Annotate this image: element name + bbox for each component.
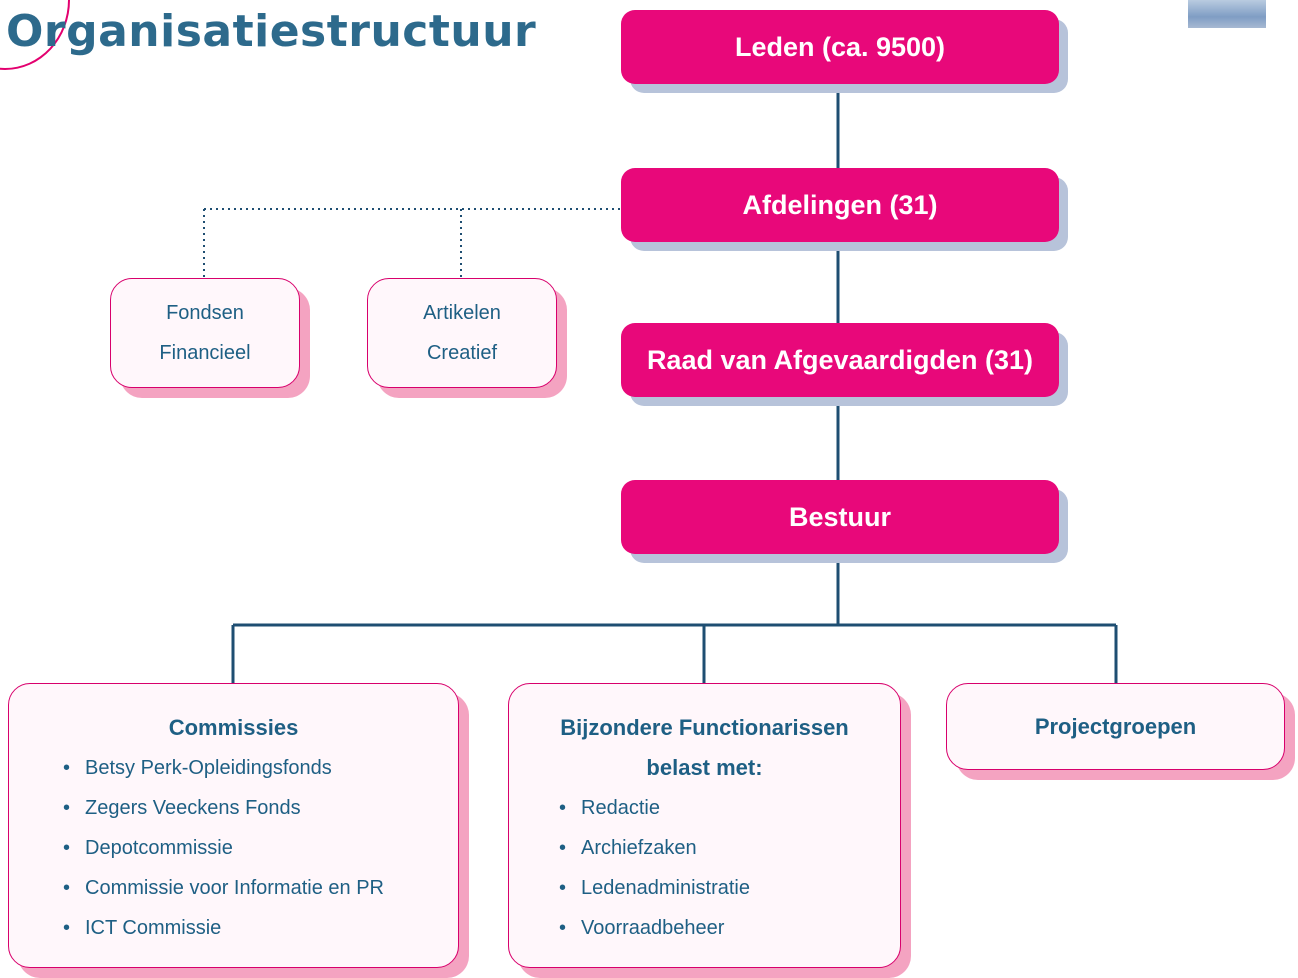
box-artikelen: Artikelen Creatief <box>367 278 557 388</box>
page-title: Organisatiestructuur <box>6 6 537 57</box>
box-bestuur-label: Bestuur <box>788 501 891 532</box>
box-raad-label: Raad van Afgevaardigden (31) <box>646 344 1034 375</box>
box-commissies: Commissies Betsy Perk-Opleidingsfonds Ze… <box>8 683 459 968</box>
fondsen-line2: Financieel <box>159 342 251 364</box>
box-functionarissen: Bijzondere Functionarissen belast met: R… <box>508 683 901 968</box>
artikelen-line2: Creatief <box>426 342 498 364</box>
commissies-item: Depotcommissie <box>57 828 438 868</box>
artikelen-line1: Artikelen <box>423 302 501 324</box>
box-leden: Leden (ca. 9500) <box>621 10 1059 84</box>
box-afdelingen: Afdelingen (31) <box>621 168 1059 242</box>
functionarissen-heading-line2: belast met: <box>646 755 763 780</box>
functionarissen-item: Archiefzaken <box>553 828 880 868</box>
box-afdelingen-label: Afdelingen (31) <box>742 189 938 220</box>
functionarissen-item: Ledenadministratie <box>553 868 880 908</box>
commissies-item: Commissie voor Informatie en PR <box>57 868 438 908</box>
functionarissen-heading-line1: Bijzondere Functionarissen <box>560 715 849 740</box>
projectgroepen-heading: Projectgroepen <box>1034 713 1197 739</box>
corner-logo <box>1188 0 1266 28</box>
box-projectgroepen: Projectgroepen <box>946 683 1285 770</box>
box-fondsen: Fondsen Financieel <box>110 278 300 388</box>
functionarissen-item: Voorraadbeheer <box>553 908 880 948</box>
commissies-item: Zegers Veeckens Fonds <box>57 788 438 828</box>
functionarissen-list: Redactie Archiefzaken Ledenadministratie… <box>553 788 880 948</box>
box-raad: Raad van Afgevaardigden (31) <box>621 323 1059 397</box>
commissies-list: Betsy Perk-Opleidingsfonds Zegers Veecke… <box>57 748 438 948</box>
box-bestuur: Bestuur <box>621 480 1059 554</box>
fondsen-line1: Fondsen <box>166 302 244 324</box>
functionarissen-item: Redactie <box>553 788 880 828</box>
commissies-heading: Commissies <box>168 715 299 740</box>
commissies-item: Betsy Perk-Opleidingsfonds <box>57 748 438 788</box>
box-leden-label: Leden (ca. 9500) <box>734 31 946 62</box>
commissies-item: ICT Commissie <box>57 908 438 948</box>
